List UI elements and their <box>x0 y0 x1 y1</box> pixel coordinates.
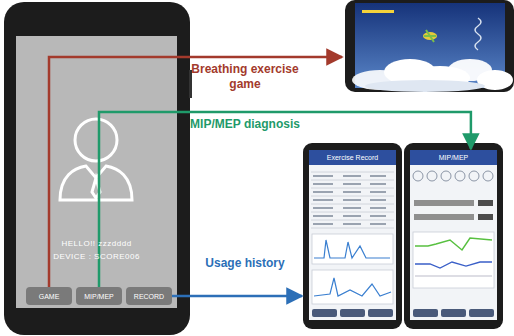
chart-frame <box>312 234 393 264</box>
arrow-label: Breathing exercise game <box>185 62 305 92</box>
edge-label: MIP/MEP diagnosis <box>190 117 300 132</box>
chart-axis <box>415 276 492 277</box>
chart-line <box>314 240 390 258</box>
phone-screen <box>16 36 177 308</box>
player-plane <box>423 30 437 42</box>
gauge-circles <box>413 171 493 181</box>
phone-body <box>4 2 190 335</box>
screen-header: Exercise Record <box>309 150 396 165</box>
wind-swirl <box>475 18 481 50</box>
connector-arrow <box>172 295 302 298</box>
app-screen: MIP/MEP <box>410 150 497 320</box>
value-bars <box>414 200 493 220</box>
connector-arrow <box>99 112 471 287</box>
edge-label: Usage history <box>190 256 300 271</box>
phone-screen <box>309 150 396 320</box>
phone-screen <box>410 150 497 320</box>
health-bar <box>362 10 394 13</box>
button-label: MIP/MEP <box>84 292 114 301</box>
greeting-text: HELLO!! zzzdddd <box>61 237 131 250</box>
screen-header: MIP/MEP <box>410 150 497 165</box>
mip-curve <box>415 238 492 250</box>
record-table <box>311 172 394 228</box>
menu-button: MIP/MEP <box>76 287 122 305</box>
chart-frame <box>312 270 393 304</box>
phone-body <box>303 143 402 329</box>
game-arrow <box>49 57 342 287</box>
greeting-text: DEVICE : SCORE006 <box>53 250 140 263</box>
record-table-cells <box>313 175 386 225</box>
chart-frame <box>413 232 494 288</box>
screen-buttons <box>312 309 393 317</box>
phone-body <box>404 143 503 329</box>
mep-curve <box>415 262 492 268</box>
phone-body <box>345 0 514 92</box>
menu-button: GAME <box>26 287 72 305</box>
chart-line <box>314 278 391 296</box>
user-icon <box>60 119 132 200</box>
screen-buttons <box>413 309 494 317</box>
clouds <box>352 59 513 92</box>
app-screen: Exercise Record <box>309 150 396 320</box>
button-label: RECORD <box>134 292 164 301</box>
button-label: GAME <box>39 292 60 301</box>
menu-button: RECORD <box>126 287 172 305</box>
home-screen: HELLO!! zzzddddDEVICE : SCORE006GAME MIP/… <box>16 36 177 308</box>
